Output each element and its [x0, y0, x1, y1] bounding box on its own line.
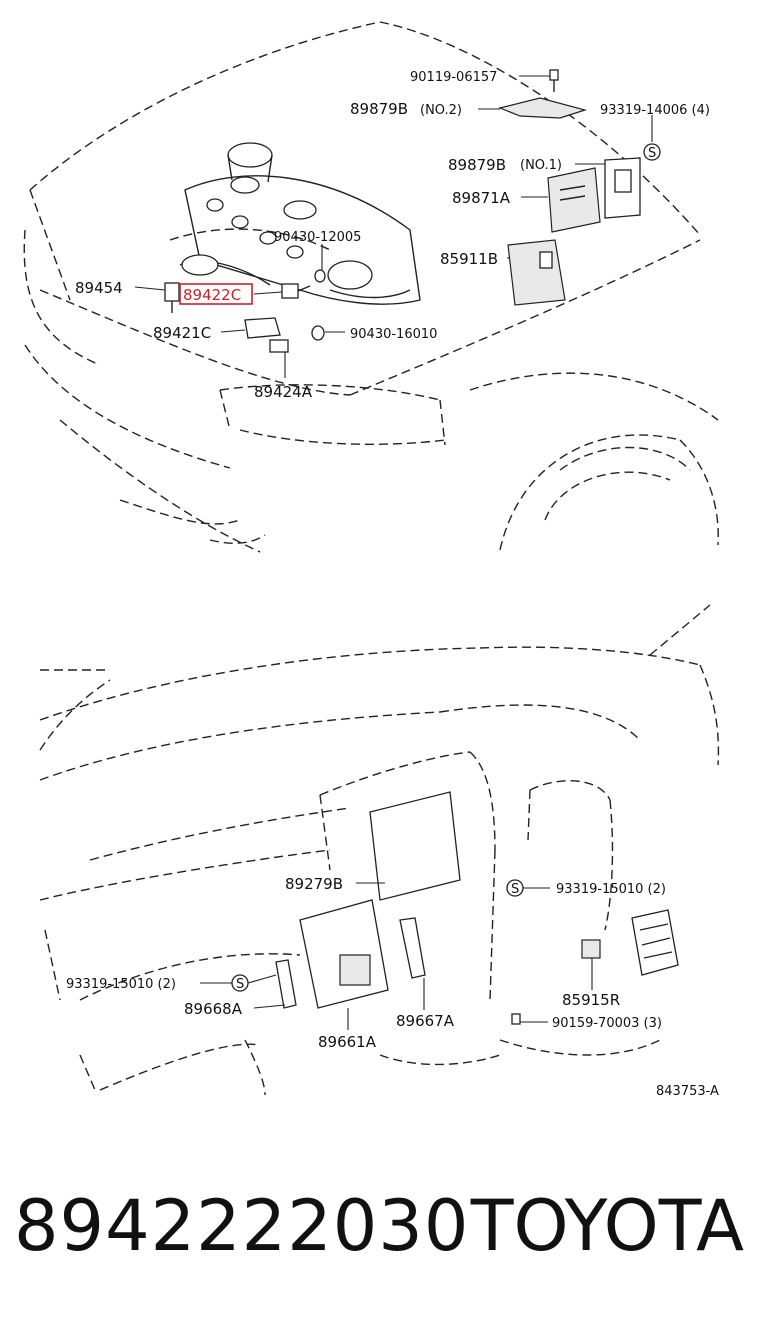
label-no1: (NO.1) [520, 158, 562, 173]
s-mark-bottom-right: S [506, 879, 524, 897]
s-mark-text: S [511, 882, 519, 897]
s-mark-text: S [648, 146, 656, 161]
label-89879b-no1[interactable]: 89879B [448, 156, 506, 174]
part-90159-bolt [511, 1013, 521, 1025]
label-90430-16010[interactable]: 90430-16010 [350, 327, 437, 342]
label-93319-15010-right[interactable]: 93319-15010 (2) [556, 882, 666, 897]
label-no2: (NO.2) [420, 103, 462, 118]
caption: 8942222030 TOYOTA [0, 1185, 760, 1295]
drawing-number: 843753-A [656, 1084, 719, 1099]
label-93319-15010-left[interactable]: 93319-15010 (2) [66, 977, 176, 992]
label-89668a[interactable]: 89668A [184, 1000, 243, 1018]
s-mark-bottom-left: S [231, 974, 249, 992]
engine-bay-outline [23, 21, 719, 553]
label-90159-70003[interactable]: 90159-70003 (3) [552, 1016, 662, 1031]
engine-block [179, 142, 421, 305]
label-89879b-no2[interactable]: 89879B [350, 100, 408, 118]
part-90119-bolt [549, 69, 559, 92]
label-89424a[interactable]: 89424A [254, 383, 313, 401]
part-89668a-bracket [275, 959, 297, 1009]
label-90430-12005[interactable]: 90430-12005 [274, 230, 361, 245]
label-93319-14006[interactable]: 93319-14006 (4) [600, 103, 710, 118]
brand-caption: TOYOTA [470, 1185, 744, 1267]
part-89422c-sensor [281, 283, 311, 299]
label-85911b[interactable]: 85911B [440, 250, 498, 268]
label-89667a[interactable]: 89667A [396, 1012, 455, 1030]
label-89421c[interactable]: 89421C [153, 324, 211, 342]
part-85911b-relay [507, 239, 566, 306]
part-90430-washer [311, 269, 326, 341]
display-panel [369, 791, 461, 901]
label-90119-06157[interactable]: 90119-06157 [410, 70, 497, 85]
part-89879b-no2-bracket [498, 97, 588, 119]
part-85915r-relay [581, 939, 601, 959]
leader-lines-top [134, 75, 653, 378]
s-mark-text: S [236, 977, 244, 992]
part-number-caption: 8942222030 [14, 1185, 470, 1267]
label-89454[interactable]: 89454 [75, 279, 123, 297]
leader-lines-bottom [200, 882, 593, 1030]
s-mark-top: S [643, 143, 661, 161]
dashboard-outline [39, 604, 720, 1096]
label-89871a[interactable]: 89871A [452, 189, 511, 207]
label-89279b[interactable]: 89279B [285, 875, 343, 893]
highlight-box-89422c [179, 283, 253, 305]
label-89422c[interactable]: 89422C [183, 286, 241, 304]
label-89661a[interactable]: 89661A [318, 1033, 377, 1051]
part-89871a-module [547, 167, 601, 233]
junction-block [631, 909, 679, 976]
label-85915r[interactable]: 85915R [562, 991, 620, 1009]
part-89667a-bracket [399, 917, 426, 979]
part-89421c-sensor [244, 317, 281, 339]
part-89424a-sensor [269, 339, 289, 353]
part-89879b-no1-bracket [604, 157, 641, 219]
parts-diagram: S 90119-06157 89879B (NO.2) 93319-14006 … [23, 21, 720, 1099]
part-89454-sensor [164, 282, 180, 313]
part-89661a-ecu [299, 899, 389, 1009]
